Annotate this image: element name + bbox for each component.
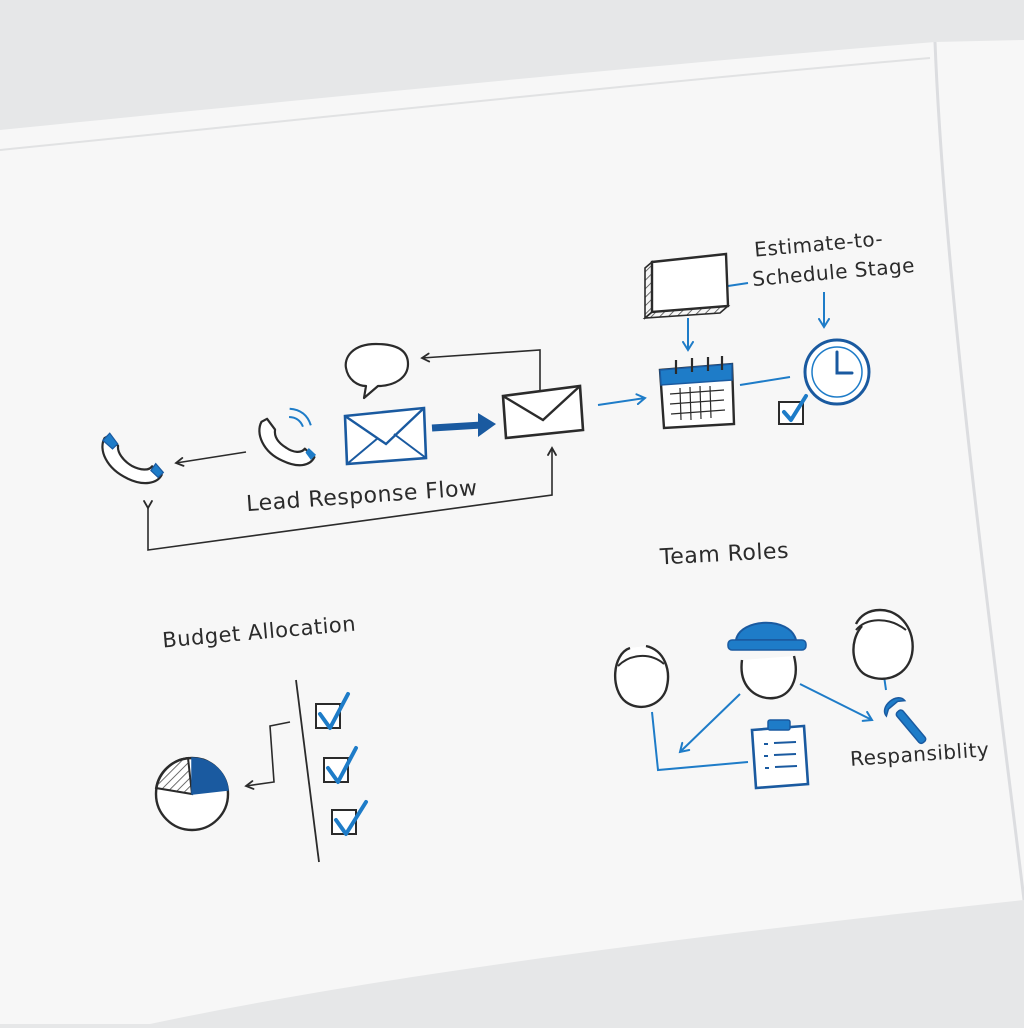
checkbox-icon: [331, 800, 368, 836]
bold-arrow-shaft: [431, 421, 483, 432]
pie-chart-icon: [154, 756, 230, 832]
calendar-icon: [658, 356, 736, 430]
bold-arrow-head: [478, 413, 496, 437]
card-to-label-line: [727, 282, 749, 287]
person-icon: [852, 608, 914, 680]
notebook-paper: [0, 40, 1024, 1024]
calendar-to-clock-line: [739, 376, 791, 386]
phone-icon: [101, 432, 165, 485]
arrow-to-speech-bubble: [420, 349, 541, 395]
lead-flow-connectors: [143, 282, 830, 551]
checkbox-icon: [323, 746, 358, 784]
document-card-icon: [642, 252, 731, 320]
hard-hat-icon: [727, 621, 807, 700]
team-roles-connectors: [651, 675, 887, 772]
phone-ringing-icon: [258, 407, 317, 467]
envelope-icon: [501, 384, 585, 440]
budget-divider: [244, 679, 320, 863]
arrow-to-calendar: [597, 393, 647, 406]
speech-bubble-icon: [344, 342, 410, 400]
clipboard-icon: [750, 719, 810, 790]
checkbox-icon: [315, 692, 350, 730]
envelope-icon: [343, 406, 428, 466]
wrench-icon: [883, 697, 927, 745]
checkbox-icon: [778, 394, 808, 425]
clock-icon: [803, 338, 871, 406]
person-icon: [613, 644, 670, 709]
return-loop-arrow: [143, 446, 557, 551]
